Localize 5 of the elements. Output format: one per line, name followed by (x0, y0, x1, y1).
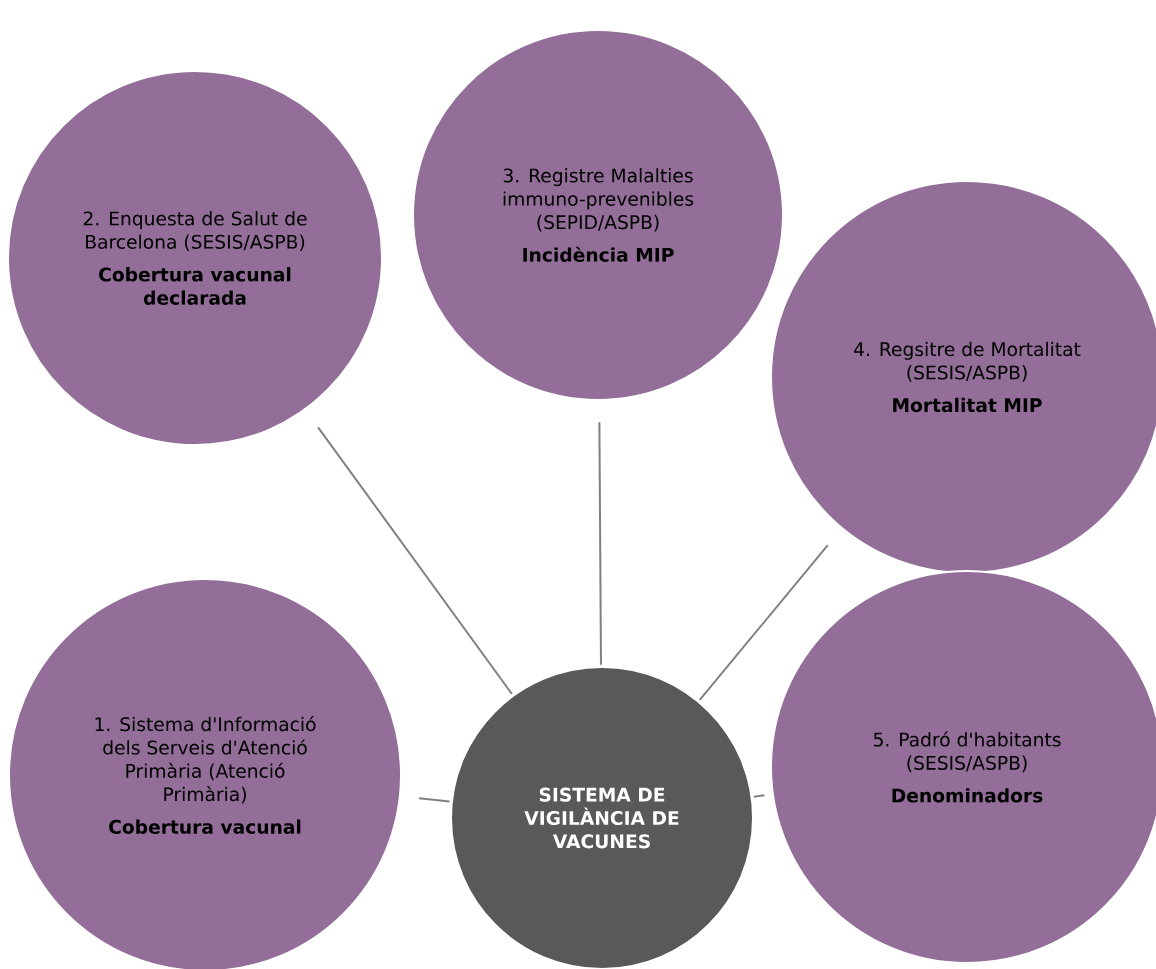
connector-line (752, 794, 766, 798)
connector-line (698, 544, 829, 701)
connector-line (418, 797, 451, 803)
connector-line (598, 421, 602, 666)
connector-line (317, 426, 513, 695)
